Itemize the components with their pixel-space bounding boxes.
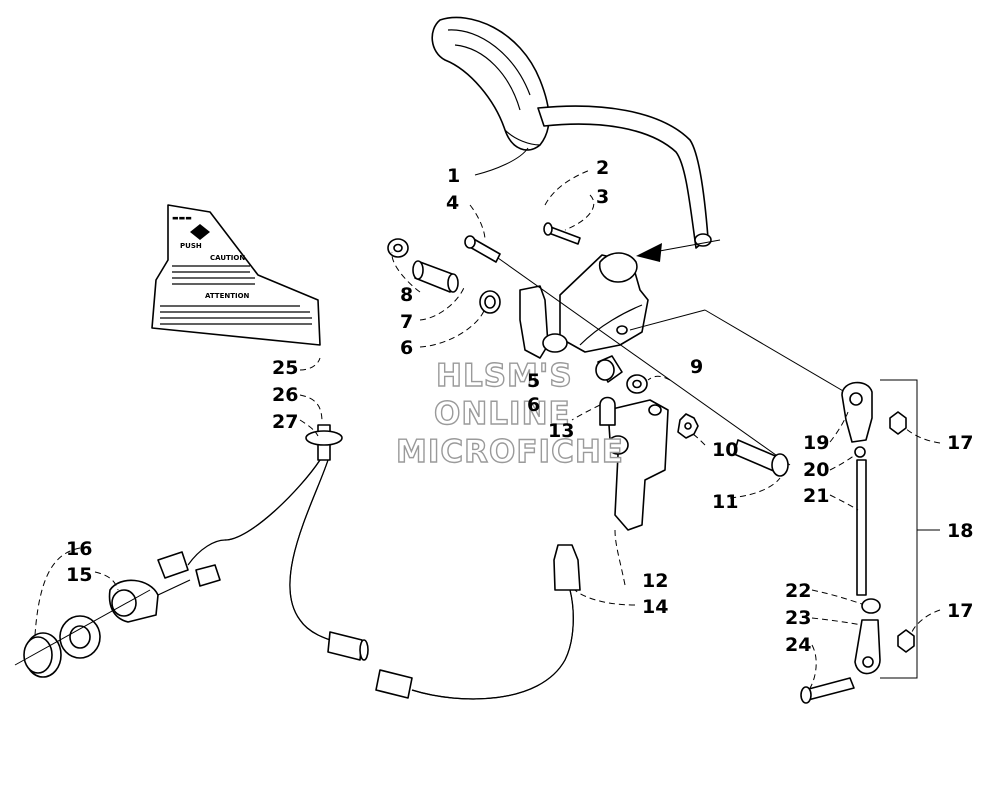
callout-12: 12 (642, 570, 668, 592)
switch-15 (108, 579, 191, 623)
leader-lines (34, 147, 941, 689)
watermark: HLSM'S ONLINE MICROFICHE (395, 357, 624, 470)
callout-25: 25 (272, 357, 298, 379)
screw-2 (543, 222, 581, 245)
decal-text-1: ▬▬▬ (172, 214, 192, 222)
callout-10: 10 (712, 439, 738, 461)
throttle-arm-12 (607, 399, 669, 531)
watermark-line-2: ONLINE (434, 396, 571, 432)
callout-4: 4 (446, 192, 459, 214)
decal-push-text: PUSH (180, 242, 202, 250)
warning-decal-25: ▬▬▬ PUSH CAUTION ATTENTION (151, 204, 321, 346)
spacer-6 (479, 290, 501, 314)
direction-arrow (636, 239, 721, 262)
callout-labels: 1 2 3 4 5 6 6 7 8 9 10 11 12 13 14 15 16… (66, 157, 973, 656)
callout-26: 26 (272, 384, 298, 406)
nut-16 (14, 589, 151, 678)
pin-13 (599, 396, 616, 426)
callout-17-top: 17 (947, 432, 973, 454)
bushing-7 (412, 260, 459, 293)
callout-5: 5 (527, 370, 540, 392)
throttle-lever-bar (537, 105, 712, 249)
watermark-line-3: MICROFICHE (396, 434, 624, 470)
callout-21: 21 (803, 485, 829, 507)
washer-9 (626, 374, 648, 394)
callout-19: 19 (803, 432, 829, 454)
hand-grip (431, 16, 550, 151)
pin-11 (733, 439, 789, 477)
callout-18: 18 (947, 520, 973, 542)
washer-8 (387, 238, 409, 258)
rod-end-assembly (800, 381, 915, 704)
decal-caution-text: CAUTION (210, 254, 245, 262)
decal-attention-text: ATTENTION (205, 292, 250, 300)
watermark-line-1: HLSM'S (436, 358, 573, 394)
wire-harness (157, 424, 581, 700)
pivot-plate (519, 285, 568, 359)
callout-1: 1 (447, 165, 460, 187)
callout-17-bottom: 17 (947, 600, 973, 622)
callout-22: 22 (785, 580, 811, 602)
callout-14: 14 (642, 596, 668, 618)
callout-3: 3 (596, 186, 609, 208)
callout-27: 27 (272, 411, 298, 433)
callout-20: 20 (803, 459, 829, 481)
callout-15: 15 (66, 564, 92, 586)
callout-6-left: 6 (400, 337, 413, 359)
callout-2: 2 (596, 157, 609, 179)
callout-8: 8 (400, 284, 413, 306)
lock-washer-10 (677, 413, 699, 439)
callout-6-center: 6 (527, 394, 540, 416)
callout-9: 9 (690, 356, 703, 378)
callout-24: 24 (785, 634, 811, 656)
callout-23: 23 (785, 607, 811, 629)
callout-11: 11 (712, 491, 738, 513)
callout-7: 7 (400, 311, 413, 333)
callout-13: 13 (548, 420, 574, 442)
screw-4 (464, 235, 501, 263)
spacer-6-right (595, 355, 623, 383)
callout-16: 16 (66, 538, 92, 560)
mounting-bracket (559, 252, 649, 353)
